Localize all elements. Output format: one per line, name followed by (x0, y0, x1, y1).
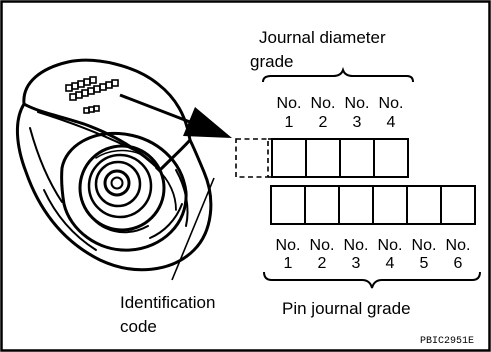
reference-code: PBIC2951E (420, 336, 474, 347)
pin-num-5: 5 (420, 255, 429, 272)
pin-box-1 (270, 185, 306, 225)
journal-no-label-4: No. (379, 95, 404, 112)
pin-box-3 (338, 185, 374, 225)
pointer-arrow (119, 93, 232, 138)
pin-journal-grade-label: Pin journal grade (282, 299, 411, 318)
pin-number-labels: No. 1 No. 2 No. 3 No. 4 No. 5 No. 6 (276, 237, 471, 272)
pin-no-label-3: No. (344, 237, 369, 254)
pin-no-label-2: No. (310, 237, 335, 254)
pin-box-6 (440, 185, 476, 225)
identification-label-line2: code (120, 317, 157, 336)
identification-label-line1: Identification (120, 293, 215, 312)
pin-brace (263, 271, 481, 289)
pin-num-1: 1 (284, 255, 293, 272)
identification-leader-line (171, 177, 215, 281)
pin-no-label-4: No. (378, 237, 403, 254)
journal-box-4 (373, 138, 409, 178)
journal-brace (262, 66, 414, 83)
pin-grade-boxes (270, 185, 476, 225)
pin-num-3: 3 (352, 255, 361, 272)
journal-box-1 (271, 138, 307, 178)
journal-num-3: 3 (353, 114, 362, 131)
journal-grade-boxes (271, 138, 409, 178)
pin-num-2: 2 (318, 255, 327, 272)
journal-num-2: 2 (319, 114, 328, 131)
journal-num-1: 1 (285, 114, 294, 131)
pin-no-label-1: No. (276, 237, 301, 254)
journal-box-2 (305, 138, 341, 178)
stamped-code-marks (65, 76, 119, 114)
dashed-callout (235, 138, 272, 178)
journal-num-4: 4 (387, 114, 396, 131)
journal-number-labels: No. 1 No. 2 No. 3 No. 4 (277, 95, 404, 131)
pin-no-label-5: No. (412, 237, 437, 254)
pin-num-6: 6 (454, 255, 463, 272)
journal-no-label-1: No. (277, 95, 302, 112)
journal-grade-label-line2: grade (250, 52, 293, 71)
crankshaft-illustration (15, 58, 213, 272)
pin-no-label-6: No. (446, 237, 471, 254)
pin-num-4: 4 (386, 255, 395, 272)
journal-grade-label-line1: Journal diameter (259, 28, 386, 47)
journal-no-label-3: No. (345, 95, 370, 112)
journal-box-3 (339, 138, 375, 178)
pin-box-2 (304, 185, 340, 225)
pin-box-5 (406, 185, 442, 225)
pin-box-4 (372, 185, 408, 225)
journal-no-label-2: No. (311, 95, 336, 112)
